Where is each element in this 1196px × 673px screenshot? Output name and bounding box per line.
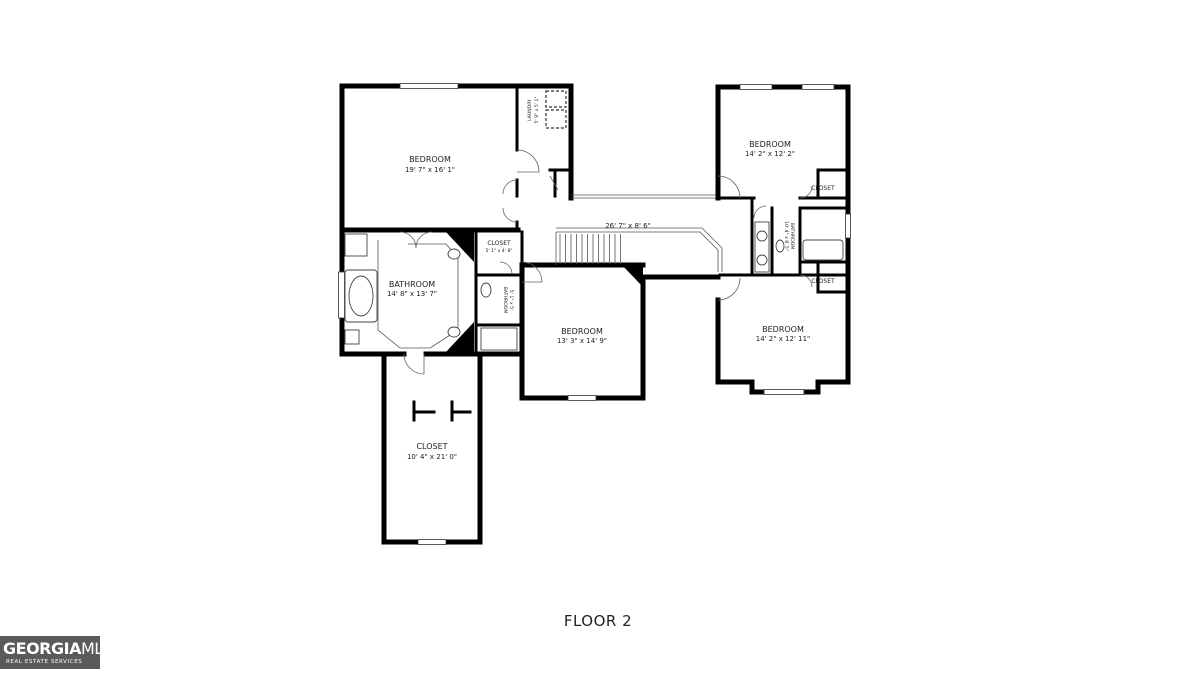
door-main-bedroom (502, 179, 518, 223)
fixtures (344, 90, 844, 352)
door-bath-double (399, 231, 433, 249)
bath-corner-top (446, 232, 474, 262)
dims-bedroom-center: 13' 3" x 14' 9" (557, 337, 607, 345)
bath-corner-bottom (446, 322, 474, 352)
logo-brand-light: MLS (80, 639, 113, 658)
dryer (545, 109, 567, 129)
stair-rail (556, 231, 719, 272)
wall-center-bedroom (519, 262, 721, 401)
dims-bedroom-top-right: 14' 2" x 12' 2" (745, 150, 795, 158)
stair-steps (559, 234, 621, 264)
wall-right-wing (715, 84, 851, 395)
window-center-bedroom (567, 395, 597, 401)
dims-bathroom-main: 14' 8" x 13' 7" (387, 290, 437, 298)
door-closet-rb (799, 274, 813, 288)
door-center-bedroom (521, 261, 543, 283)
shower-main (344, 233, 368, 257)
window-main-bedroom (399, 83, 459, 89)
toilet-small (480, 282, 492, 298)
door-laundry (516, 149, 540, 173)
dims-bathroom-small: 5' 1" x 5' (508, 290, 514, 311)
door-closet-rt (799, 185, 813, 199)
label-bedroom-center: BEDROOM (561, 327, 603, 336)
window-top-right-a (739, 84, 773, 90)
window-top-right-b (801, 84, 835, 90)
window-walkin (417, 539, 447, 545)
logo-wordmark: GEORGIAMLS (3, 639, 113, 658)
label-closet-small: CLOSET (487, 240, 511, 247)
dims-bedroom-main: 19' 7" x 16' 1" (405, 166, 455, 174)
bathtub-right (802, 239, 844, 261)
windows (338, 83, 851, 545)
center-bedroom-corner (622, 265, 643, 287)
door-closet-small (499, 261, 513, 275)
door-laundry-closet (549, 175, 559, 191)
dims-hall: 26' 7" x 8' 6" (605, 222, 651, 230)
logo-brand-bold: GEORGIA (3, 639, 81, 658)
label-closet-right-top: CLOSET (811, 185, 835, 192)
room-labels: BEDROOM 19' 7" x 16' 1" LAUNDRY 5' 9" x … (387, 96, 835, 461)
label-laundry: LAUNDRY (527, 99, 533, 121)
label-bathroom-right: BATHROOM (789, 223, 795, 250)
bathtub-basin (348, 275, 374, 317)
window-bathroom (338, 271, 345, 319)
georgia-mls-logo: GEORGIAMLS REAL ESTATE SERVICES (0, 636, 113, 669)
window-bath-right (845, 213, 851, 239)
window-bottom-right (763, 389, 805, 395)
logo-tagline: REAL ESTATE SERVICES (6, 659, 83, 665)
toilet-right (775, 239, 785, 253)
label-closet-right-bottom: CLOSET (811, 278, 835, 285)
sink-right-b (756, 254, 768, 266)
wall-bathroom-left (339, 227, 386, 357)
floor-label: FLOOR 2 (563, 612, 633, 630)
stair-rail-outer (556, 227, 723, 272)
sink-main-a (447, 248, 461, 260)
walls (339, 83, 851, 545)
label-bedroom-main: BEDROOM (409, 155, 451, 164)
label-bathroom-main: BATHROOM (389, 280, 435, 289)
washer (545, 90, 567, 108)
door-bath-right (753, 205, 767, 219)
toilet-main (344, 329, 360, 345)
sink-main-b (447, 326, 461, 338)
vanity-outline (377, 240, 459, 349)
stairs (555, 227, 723, 272)
dims-bedroom-bottom-right: 14' 2" x 12' 11" (756, 335, 811, 343)
dims-closet-walkin: 10' 4" x 21' 0" (407, 453, 457, 461)
door-bottom-right-bedroom (717, 277, 741, 301)
sink-right-a (756, 230, 768, 242)
dims-closet-small: 5' 1" x 4' 8" (485, 248, 512, 254)
door-walkin (403, 353, 425, 375)
label-bedroom-top-right: BEDROOM (749, 140, 791, 149)
label-bedroom-bottom-right: BEDROOM (762, 325, 804, 334)
label-bathroom-small: BATHROOM (502, 287, 508, 314)
dims-bathroom-right: 10' 4" x 8' 5" (783, 221, 789, 251)
label-closet-walkin: CLOSET (416, 442, 447, 451)
doors (399, 149, 813, 375)
shower-small (480, 327, 518, 351)
dims-laundry: 5' 9" x 5' 1" (534, 96, 540, 123)
door-top-right-bedroom (717, 175, 741, 199)
